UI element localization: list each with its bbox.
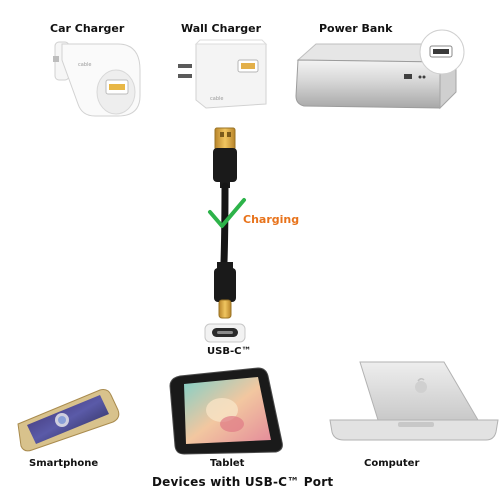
usb-c-port-label: USB-C™: [207, 346, 252, 357]
smartphone-icon: [17, 389, 120, 452]
usb-cable-icon: [213, 127, 237, 319]
power-bank-icon: [295, 29, 465, 110]
svg-text:cable: cable: [210, 96, 223, 102]
usb-c-port-icon: [204, 323, 246, 343]
power-bank-label: Power Bank: [319, 22, 393, 35]
wall-charger-label: Wall Charger: [181, 22, 262, 35]
tablet-label: Tablet: [210, 458, 245, 469]
tablet-icon: [169, 367, 283, 455]
checkmark-icon: [208, 198, 246, 228]
car-charger-icon: cable: [53, 41, 141, 117]
car-charger-label: Car Charger: [50, 22, 125, 35]
wall-charger-icon: cable: [178, 39, 268, 109]
laptop-icon: [329, 361, 499, 441]
devices-caption: Devices with USB-C™ Port: [152, 475, 334, 489]
svg-text:cable: cable: [78, 62, 91, 68]
smartphone-label: Smartphone: [29, 458, 99, 469]
charging-status-label: Charging: [243, 213, 300, 226]
computer-label: Computer: [364, 458, 420, 469]
